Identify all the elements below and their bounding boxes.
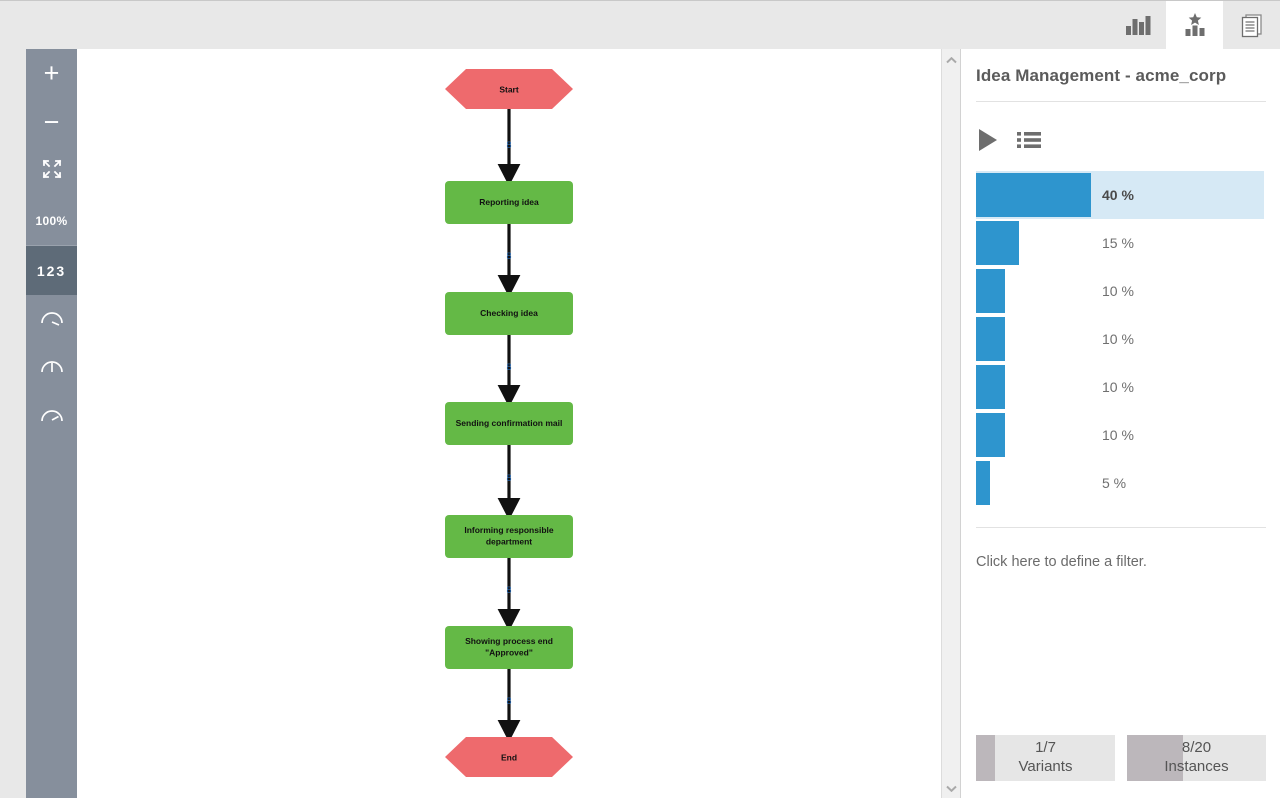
node-label-line1: Informing responsible [464,525,554,535]
gauge-mid-icon [39,356,65,381]
page-title: Idea Management - acme_corp [976,66,1227,85]
absolute-frequency-button[interactable]: 123 [26,246,77,295]
variant-row[interactable]: 10 % [976,411,1264,459]
variant-bar [976,269,1005,313]
node-label: Start [499,85,519,95]
node-label: End [501,753,517,763]
variant-row[interactable]: 10 % [976,315,1264,363]
zoom-level-display[interactable]: 100% [26,196,77,245]
gauge-high-button[interactable] [26,393,77,442]
edge-label: 8 [506,696,511,706]
chevron-up-icon [946,51,957,69]
zoom-in-button[interactable]: + [26,49,77,98]
panel-divider-bottom [976,527,1266,528]
panel-actions [976,127,1042,153]
zoom-level-text: 100% [35,213,68,228]
node-label-line2: department [486,537,532,547]
variants-counter-fill [976,735,996,781]
zoom-out-button[interactable]: − [26,98,77,147]
side-panel: Idea Management - acme_corp [960,49,1280,798]
scroll-up-button[interactable] [942,51,961,69]
variant-percentage: 5 % [1102,475,1127,491]
edge-label: 8 [506,473,511,483]
node-label: Reporting idea [479,197,539,207]
diagram-canvas[interactable]: 8 8 8 8 8 8 Start Reporting idea [26,49,960,798]
instances-counter-fill [1127,735,1183,781]
list-icon[interactable] [1016,129,1042,151]
play-icon[interactable] [976,127,1000,153]
node-showing-process-end-approved[interactable]: Showing process end "Approved" [445,626,573,669]
edge-label: 8 [506,251,511,261]
panel-divider-top [976,101,1266,102]
edge-label: 8 [506,585,511,595]
variant-bar [976,365,1005,409]
toolbar-divider [26,245,77,246]
instances-counter-label: Instances [1164,758,1229,775]
variant-row[interactable]: 5 % [976,459,1264,507]
gauge-mid-button[interactable] [26,344,77,393]
minus-icon: − [43,107,60,137]
variants-counter-button[interactable]: 1/7 Variants [976,735,1115,781]
variant-bar [976,461,990,505]
tab-variant-explorer[interactable] [1166,1,1223,49]
variant-row[interactable]: 10 % [976,363,1264,411]
canvas-toolbar: + − 100% 123 [26,49,77,798]
variant-bar [976,413,1005,457]
fit-screen-icon [41,158,63,185]
variant-list: 40 % 15 % 10 % 10 % 10 % 10 % [976,171,1264,507]
variant-percentage: 40 % [1102,187,1134,203]
node-informing-responsible-department[interactable]: Informing responsible department [445,515,573,558]
gauge-low-button[interactable] [26,295,77,344]
variant-row[interactable]: 40 % [976,171,1264,219]
variants-counter-label: Variants [1018,758,1073,775]
fit-to-screen-button[interactable] [26,147,77,196]
counter-buttons: 1/7 Variants 8/20 Instances [976,735,1266,781]
node-reporting-idea[interactable]: Reporting idea [445,181,573,224]
variant-percentage: 10 % [1102,379,1134,395]
node-label-line1: Showing process end [465,636,553,646]
variant-row[interactable]: 15 % [976,219,1264,267]
star-bar-chart-icon [1180,12,1210,38]
top-toolbar-buttons [1109,1,1280,49]
edge-label: 8 [506,362,511,372]
variant-bar [976,173,1091,217]
instances-counter-value: 8/20 [1181,739,1212,757]
gauge-high-icon [39,405,65,430]
diagram-edge-labels: 8 8 8 8 8 8 [506,140,511,706]
gauge-low-icon [39,307,65,332]
numbers-icon: 123 [36,262,67,279]
tab-documents[interactable] [1223,1,1280,49]
variant-bar [976,317,1005,361]
chevron-down-icon [946,779,957,797]
node-label: Sending confirmation mail [456,418,563,428]
variant-row[interactable]: 10 % [976,267,1264,315]
variant-percentage: 10 % [1102,331,1134,347]
tab-process-analytics[interactable] [1109,1,1166,49]
node-label-line2: "Approved" [485,648,533,658]
node-checking-idea[interactable]: Checking idea [445,292,573,335]
variant-bar [976,221,1019,265]
instances-counter-text: 8/20 Instances [1127,735,1266,781]
node-sending-confirmation-mail[interactable]: Sending confirmation mail [445,402,573,445]
canvas-vertical-scrollbar[interactable] [941,49,960,798]
instances-counter-button[interactable]: 8/20 Instances [1127,735,1266,781]
bar-chart-icon [1123,13,1153,37]
variant-percentage: 10 % [1102,427,1134,443]
variant-percentage: 15 % [1102,235,1134,251]
scroll-down-button[interactable] [942,779,961,797]
documents-icon [1238,11,1266,39]
variants-counter-text: 1/7 Variants [976,735,1115,781]
variants-counter-value: 1/7 [1035,739,1056,757]
edge-label: 8 [506,140,511,150]
top-toolbar [0,1,1280,49]
node-start[interactable]: Start [445,69,573,109]
node-end[interactable]: End [445,737,573,777]
process-flow-diagram: 8 8 8 8 8 8 Start Reporting idea [445,69,573,777]
diagram-viewport: 8 8 8 8 8 8 Start Reporting idea [26,49,938,798]
filter-prompt[interactable]: Click here to define a filter. [976,554,1147,570]
variant-percentage: 10 % [1102,283,1134,299]
plus-icon: + [43,58,60,88]
node-label: Checking idea [480,308,538,318]
